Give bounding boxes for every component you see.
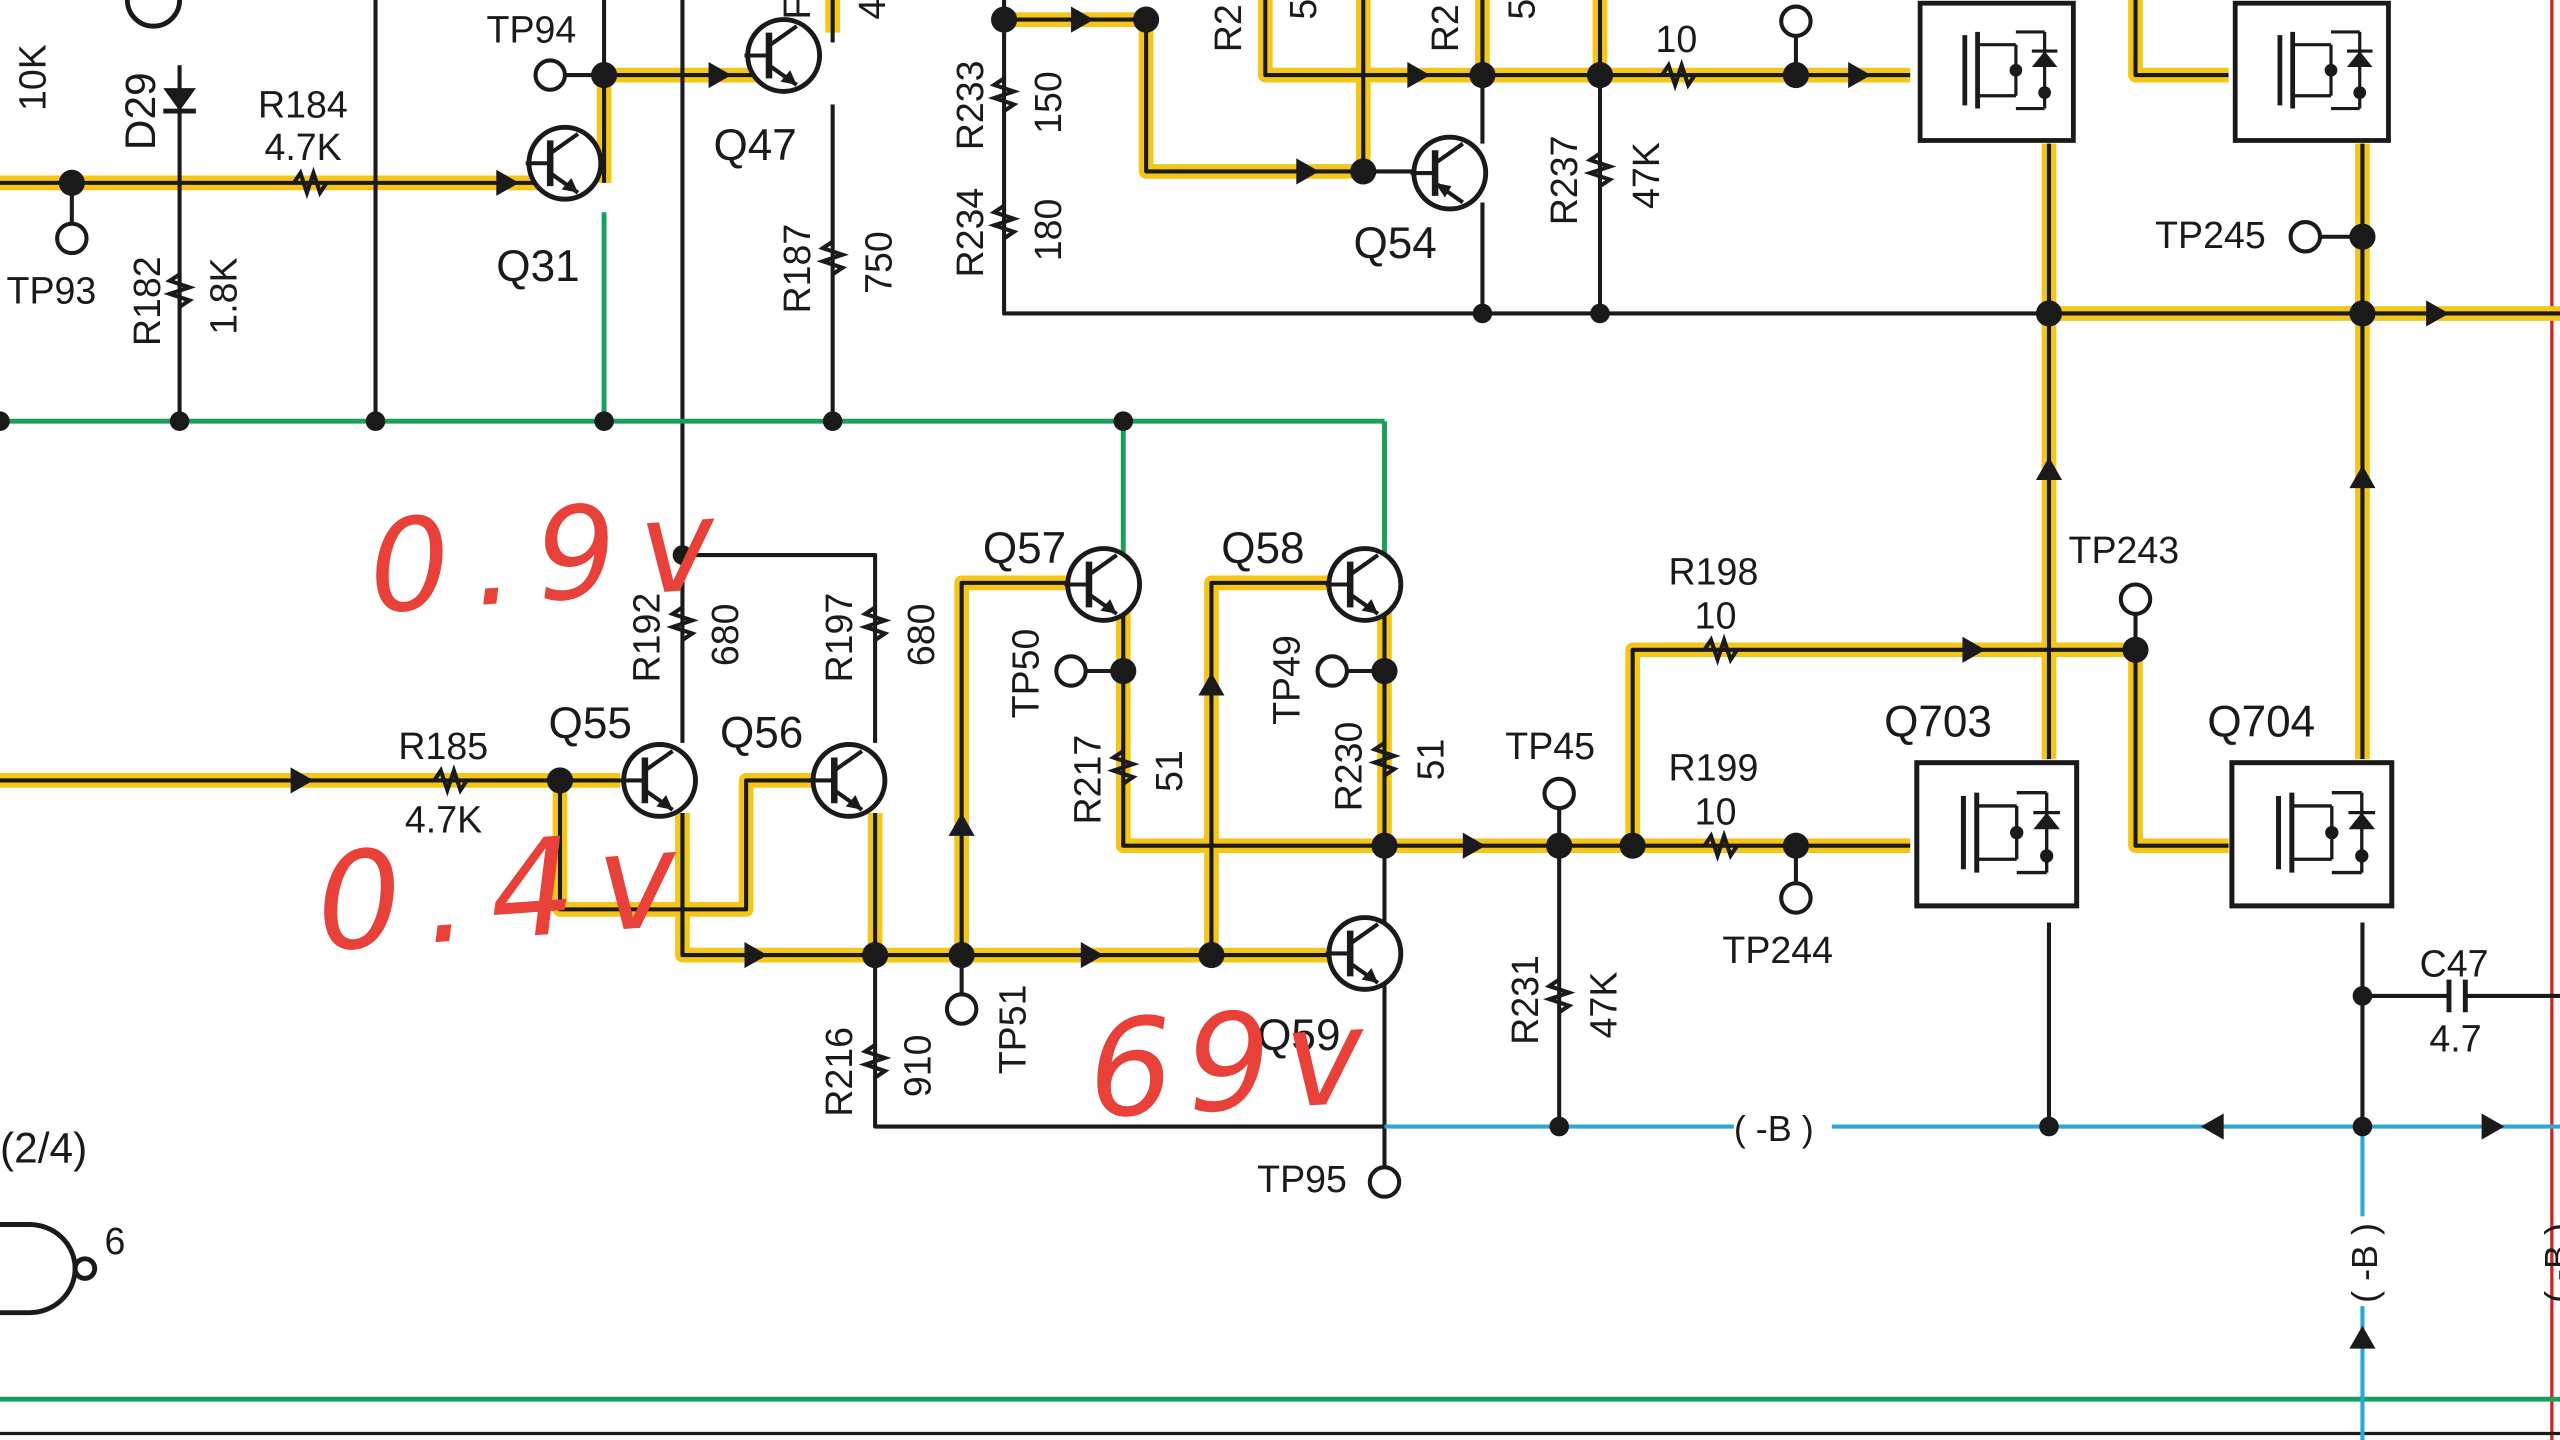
tp93-label: TP93 bbox=[7, 270, 97, 312]
r184-label: R184 bbox=[258, 84, 348, 126]
green-net bbox=[0, 212, 2560, 1402]
neg-b-vertical-a: ( -B ) bbox=[2344, 1223, 2385, 1303]
r237-label: R237 bbox=[1543, 136, 1585, 226]
q703-symbol bbox=[1917, 763, 2077, 906]
r231-value: 47K bbox=[1582, 972, 1624, 1039]
q31-label: Q31 bbox=[496, 242, 579, 291]
handwritten-note-mid: 0.4v bbox=[311, 800, 704, 982]
tp95-label: TP95 bbox=[1257, 1158, 1347, 1200]
q47-label: Q47 bbox=[713, 121, 796, 170]
r-top-b-value: 5 bbox=[1501, 0, 1543, 20]
q54-symbol bbox=[1411, 137, 1486, 209]
handwritten-note-top: 0.9v bbox=[364, 470, 743, 643]
r199-label: R199 bbox=[1669, 746, 1759, 788]
resistor-symbols bbox=[163, 58, 1739, 1080]
r184-value: 4.7K bbox=[264, 126, 341, 168]
top-left-value: 10K bbox=[12, 44, 54, 111]
tp50-label: TP50 bbox=[1004, 629, 1046, 719]
r-top-a-value: 5 bbox=[1282, 0, 1324, 20]
r199-value: 10 bbox=[1695, 790, 1737, 832]
q47-partial: F bbox=[776, 0, 818, 20]
r192-label: R192 bbox=[626, 593, 668, 683]
r233-label: R233 bbox=[949, 60, 991, 150]
r-top-a-label: R2 bbox=[1207, 4, 1249, 52]
handwritten-note-bottom: 69v bbox=[1084, 978, 1381, 1149]
r217-value: 51 bbox=[1148, 750, 1190, 792]
q703-label: Q703 bbox=[1884, 697, 1992, 746]
q58-symbol bbox=[1326, 549, 1401, 621]
test-point-circles bbox=[55, 4, 2323, 1199]
r-top-b-label: R2 bbox=[1424, 4, 1466, 52]
logic-gate bbox=[0, 1222, 98, 1316]
r234-label: R234 bbox=[949, 188, 991, 278]
tp94-label: TP94 bbox=[487, 8, 577, 50]
r230-label: R230 bbox=[1328, 722, 1370, 812]
c47-symbol bbox=[2446, 979, 2468, 1013]
d29-label: D29 bbox=[117, 72, 164, 150]
q57-label: Q57 bbox=[983, 524, 1066, 573]
q57-symbol bbox=[1064, 549, 1139, 621]
tp45-label: TP45 bbox=[1505, 725, 1595, 767]
r234-value: 180 bbox=[1027, 199, 1069, 262]
tp243-label: TP243 bbox=[2069, 529, 2180, 571]
r198-label: R198 bbox=[1669, 550, 1759, 592]
r231-label: R231 bbox=[1504, 955, 1546, 1045]
neg-b-vertical-b: ( -B ) bbox=[2537, 1223, 2560, 1303]
r190-value: 10 bbox=[1656, 18, 1698, 60]
q31-symbol bbox=[526, 127, 601, 199]
mosfets bbox=[1917, 3, 2392, 906]
highlighted-nets bbox=[0, 0, 2560, 963]
c47-value: 4.7 bbox=[2429, 1017, 2481, 1059]
q47-partial-value: 4 bbox=[851, 0, 893, 20]
sheet-ref: (2/4) bbox=[0, 1124, 87, 1171]
q58-label: Q58 bbox=[1221, 524, 1304, 573]
c47-label: C47 bbox=[2420, 942, 2489, 984]
signal-arrows bbox=[290, 6, 2505, 1349]
q55-label: Q55 bbox=[549, 699, 632, 748]
r216-value: 910 bbox=[897, 1034, 939, 1097]
mosfet-top-a bbox=[1920, 3, 2073, 140]
r237-value: 47K bbox=[1625, 142, 1667, 209]
partial-node-top bbox=[124, 0, 183, 29]
gate-pin: 6 bbox=[104, 1220, 125, 1262]
q704-symbol bbox=[2232, 763, 2392, 906]
r233-value: 150 bbox=[1027, 71, 1069, 134]
q59-label: Q59 bbox=[1257, 1011, 1340, 1060]
r192-value: 680 bbox=[704, 603, 746, 666]
tp244-label: TP244 bbox=[1722, 929, 1833, 971]
r216-label: R216 bbox=[818, 1027, 860, 1117]
tp51-label: TP51 bbox=[991, 985, 1033, 1075]
r187-label: R187 bbox=[776, 224, 818, 314]
r230-value: 51 bbox=[1409, 739, 1451, 781]
neg-b-label: ( -B ) bbox=[1734, 1108, 1814, 1149]
r198-value: 10 bbox=[1695, 595, 1737, 637]
r182-value: 1.8K bbox=[203, 257, 245, 334]
r185-value: 4.7K bbox=[405, 799, 482, 841]
mosfet-top-b bbox=[2235, 3, 2388, 140]
q56-label: Q56 bbox=[720, 709, 803, 758]
q56-symbol bbox=[810, 744, 885, 816]
r185-label: R185 bbox=[398, 725, 488, 767]
d29-symbol bbox=[163, 88, 196, 114]
junctions bbox=[0, 6, 2376, 1137]
r197-label: R197 bbox=[818, 593, 860, 683]
r217-label: R217 bbox=[1066, 735, 1108, 825]
tp245-label: TP245 bbox=[2155, 214, 2266, 256]
q704-label: Q704 bbox=[2207, 697, 2315, 746]
q54-label: Q54 bbox=[1353, 219, 1436, 268]
r187-value: 750 bbox=[857, 231, 899, 294]
r197-value: 680 bbox=[900, 603, 942, 666]
r182-label: R182 bbox=[126, 256, 168, 346]
q47-symbol bbox=[744, 20, 819, 92]
tp49-label: TP49 bbox=[1266, 635, 1308, 725]
